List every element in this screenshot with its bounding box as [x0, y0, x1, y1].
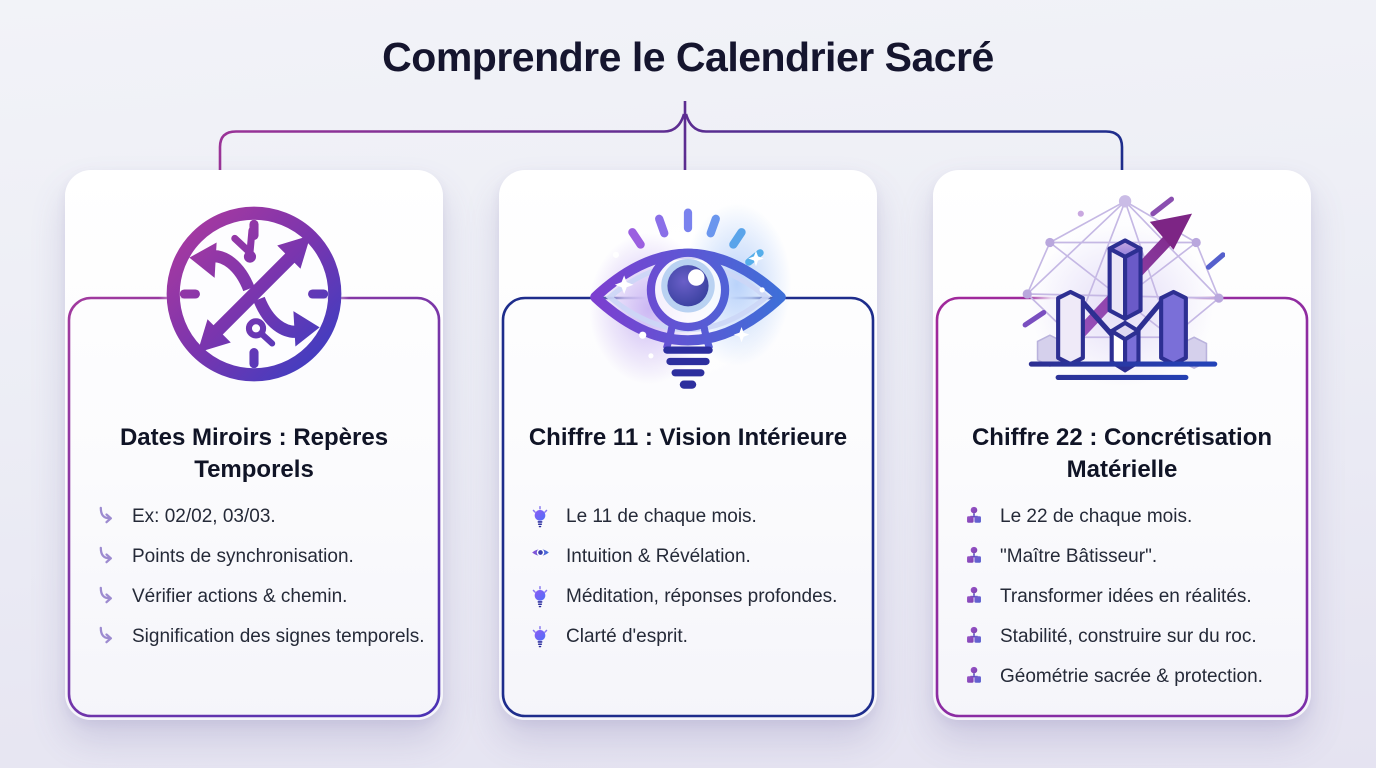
bullet-item: "Maître Bâtisseur".	[961, 544, 1297, 570]
bullet-item: Vérifier actions & chemin.	[93, 584, 429, 610]
blocks-icon	[961, 665, 987, 685]
bullet-item: Transformer idées en réalités.	[961, 584, 1297, 610]
lightbulb-icon	[527, 505, 553, 529]
curved-arrow-icon	[93, 625, 119, 645]
bullet-item: Signification des signes temporels.	[93, 624, 429, 650]
eye-lightbulb-icon	[566, 174, 810, 414]
bullet-text: Le 22 de chaque mois.	[1000, 506, 1193, 527]
curved-arrow-icon	[93, 545, 119, 565]
bullet-text: Vérifier actions & chemin.	[132, 586, 348, 607]
bullet-item: Méditation, réponses profondes.	[527, 584, 863, 610]
bullet-list: Le 11 de chaque mois. Intuition & Révéla…	[499, 504, 877, 664]
bullet-item: Le 22 de chaque mois.	[961, 504, 1297, 530]
bullet-item: Ex: 02/02, 03/03.	[93, 504, 429, 530]
card-chiffre-22: Chiffre 22 : Concrétisation Matérielle L…	[933, 170, 1311, 720]
curved-arrow-icon	[93, 585, 119, 605]
card-title: Dates Miroirs : Repères Temporels	[119, 424, 389, 483]
card-chiffre-11: Chiffre 11 : Vision Intérieure Le 11 de …	[499, 170, 877, 720]
bullet-text: Le 11 de chaque mois.	[566, 506, 757, 527]
bullet-text: Stabilité, construire sur du roc.	[1000, 626, 1257, 647]
bullet-text: Géométrie sacrée & protection.	[1000, 666, 1263, 687]
isometric-blocks-arrow-icon	[1000, 174, 1244, 414]
bullet-list: Ex: 02/02, 03/03. Points de synchronisat…	[65, 504, 443, 664]
bullet-item: Le 11 de chaque mois.	[527, 504, 863, 530]
clock-crossed-arrows-icon	[132, 174, 376, 414]
bullet-text: Ex: 02/02, 03/03.	[132, 506, 276, 527]
bullet-text: Méditation, réponses profondes.	[566, 586, 838, 607]
bullet-item: Clarté d'esprit.	[527, 624, 863, 650]
page-title: Comprendre le Calendrier Sacré	[382, 34, 994, 80]
bullet-item: Stabilité, construire sur du roc.	[961, 624, 1297, 650]
curved-arrow-icon	[93, 505, 119, 525]
bullet-text: "Maître Bâtisseur".	[1000, 546, 1158, 567]
lightbulb-icon	[527, 625, 553, 649]
card-dates-miroirs: Dates Miroirs : Repères Temporels Ex: 02…	[65, 170, 443, 720]
branch-connector-lines	[218, 101, 1124, 171]
lightbulb-icon	[527, 585, 553, 609]
bullet-item: Intuition & Révélation.	[527, 544, 863, 570]
card-title: Chiffre 11 : Vision Intérieure	[528, 424, 848, 451]
bullet-item: Géométrie sacrée & protection.	[961, 664, 1297, 690]
bullet-text: Transformer idées en réalités.	[1000, 586, 1252, 607]
blocks-icon	[961, 625, 987, 645]
bullet-item: Points de synchronisation.	[93, 544, 429, 570]
blocks-icon	[961, 545, 987, 565]
bullet-text: Intuition & Révélation.	[566, 546, 751, 567]
card-title: Chiffre 22 : Concrétisation Matérielle	[971, 424, 1273, 483]
blocks-icon	[961, 505, 987, 525]
bullet-text: Points de synchronisation.	[132, 546, 354, 567]
bullet-text: Clarté d'esprit.	[566, 626, 688, 647]
bullet-text: Signification des signes temporels.	[132, 626, 425, 647]
bullet-list: Le 22 de chaque mois. "Maître Bâtisseur"…	[933, 504, 1311, 704]
eye-icon	[527, 545, 553, 560]
blocks-icon	[961, 585, 987, 605]
